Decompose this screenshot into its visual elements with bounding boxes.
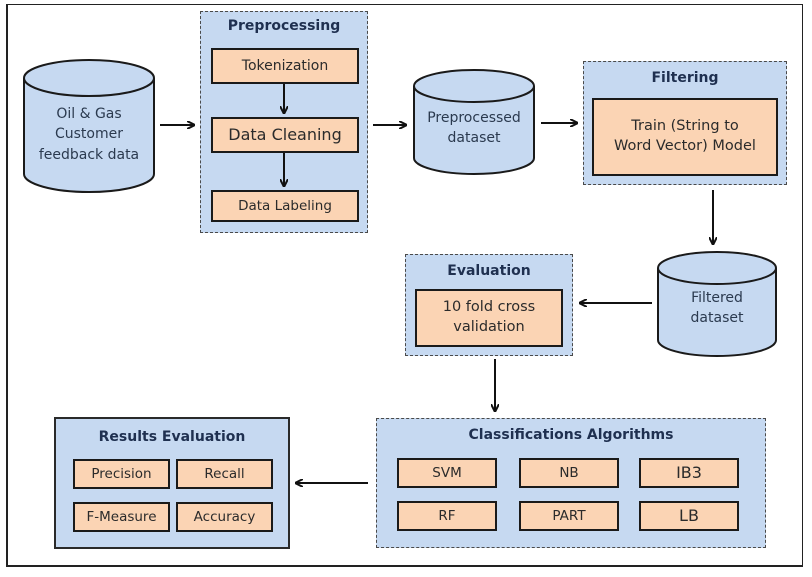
cross-validation-line1: 10 fold cross	[442, 299, 536, 316]
source-database-cylinder: Oil & Gas Customer feedback data	[22, 58, 156, 194]
cylinder-shape	[23, 59, 155, 193]
data-labeling-box: Data Labeling	[211, 190, 359, 222]
algorithm-part-box: PART	[519, 501, 619, 531]
algorithm-rf-box: RF	[397, 501, 497, 531]
filtered-label-line2: dataset	[690, 310, 744, 327]
metric-accuracy-box: Accuracy	[176, 502, 273, 532]
train-model-line2: Word Vector) Model	[614, 138, 756, 154]
algorithm-svm-box: SVM	[397, 458, 497, 488]
source-label-line2: Customer	[54, 126, 123, 143]
preprocessed-label-line2: dataset	[447, 130, 501, 147]
evaluation-title: Evaluation	[447, 263, 531, 279]
train-model-box: Train (String to Word Vector) Model	[592, 98, 778, 176]
filtering-title: Filtering	[651, 70, 719, 86]
classification-group: Classifications Algorithms SVM NB IB3 RF…	[376, 418, 766, 548]
data-cleaning-box: Data Cleaning	[211, 117, 359, 153]
results-evaluation-group: Results Evaluation Precision Recall F-Me…	[54, 417, 290, 549]
preprocessing-group: Preprocessing Tokenization Data Cleaning…	[200, 11, 368, 233]
results-title: Results Evaluation	[98, 429, 246, 445]
metric-recall-box: Recall	[176, 459, 273, 489]
filtered-database-cylinder: Filtered dataset	[656, 250, 778, 358]
filtered-label-line1: Filtered	[691, 290, 743, 306]
cylinder-shape	[657, 251, 777, 357]
source-label-line3: feedback data	[38, 146, 140, 163]
diagram-frame	[6, 4, 803, 567]
cylinder-shape	[413, 69, 535, 175]
evaluation-group: Evaluation 10 fold cross validation	[405, 254, 573, 356]
cross-validation-box: 10 fold cross validation	[415, 289, 563, 347]
preprocessed-label-line1: Preprocessed	[427, 110, 521, 126]
filtering-group: Filtering Train (String to Word Vector) …	[583, 61, 787, 185]
preprocessed-database-cylinder: Preprocessed dataset	[412, 68, 536, 176]
cross-validation-line2: validation	[453, 319, 525, 335]
algorithm-nb-box: NB	[519, 458, 619, 488]
tokenization-box: Tokenization	[211, 48, 359, 84]
train-model-line1: Train (String to	[631, 118, 739, 135]
metric-f-measure-box: F-Measure	[73, 502, 170, 532]
algorithm-lb-box: LB	[639, 501, 739, 531]
preprocessing-title: Preprocessing	[227, 18, 341, 34]
metric-precision-box: Precision	[73, 459, 170, 489]
source-label-line1: Oil & Gas	[56, 106, 122, 122]
classification-title: Classifications Algorithms	[468, 427, 674, 443]
algorithm-ib3-box: IB3	[639, 458, 739, 488]
